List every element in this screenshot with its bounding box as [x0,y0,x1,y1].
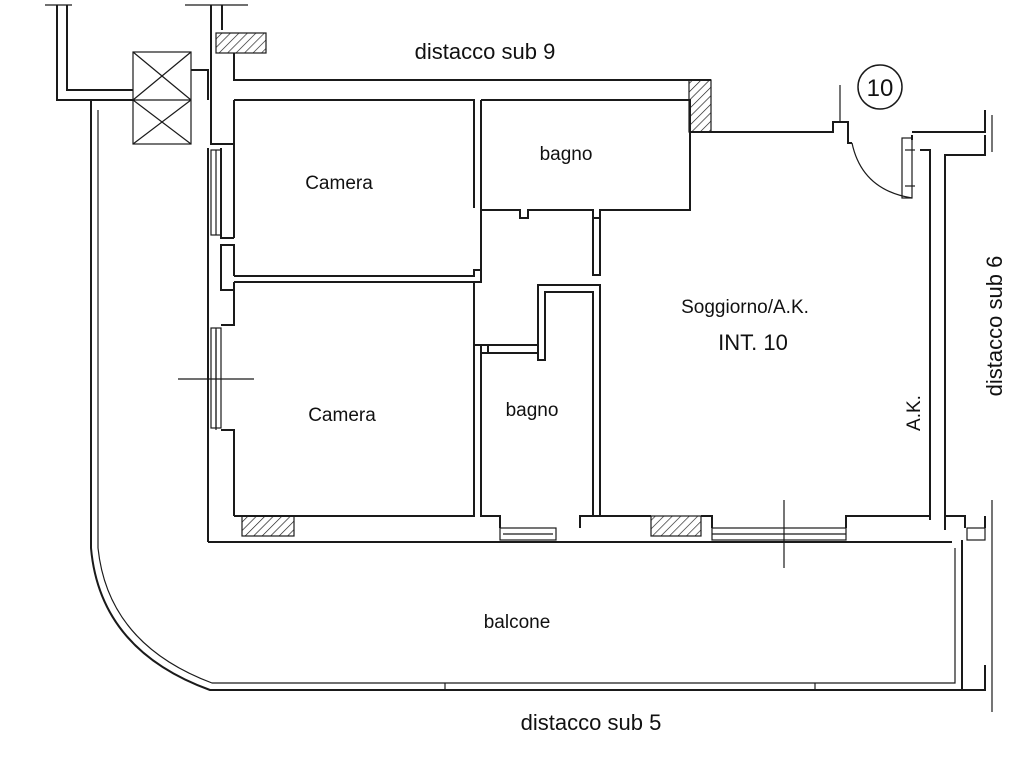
stair-block [45,4,248,145]
outer-walls [90,53,993,712]
column-bottom-left [241,515,295,537]
column-bottom-mid [650,515,702,537]
room-bagno-bottom: bagno [506,400,559,421]
column-top-left [215,32,267,54]
column-top-right [688,79,712,133]
room-balcone: balcone [484,612,551,633]
neighbour-bottom-label: distacco sub 5 [521,710,662,735]
unit-label: INT. 10 [718,330,788,355]
neighbour-top-label: distacco sub 9 [415,39,556,64]
interior-walls [178,99,986,568]
room-ak: A.K. [904,395,925,431]
room-camera-top: Camera [305,173,373,194]
room-soggiorno: Soggiorno/A.K. [681,297,809,318]
room-camera-bottom: Camera [308,405,376,426]
neighbour-right-label: distacco sub 6 [982,256,1007,397]
room-bagno-top: bagno [540,144,593,165]
unit-number: 10 [867,75,894,102]
balcony [90,110,986,691]
unit-number-circle [857,64,903,110]
entrance-door [851,137,915,199]
